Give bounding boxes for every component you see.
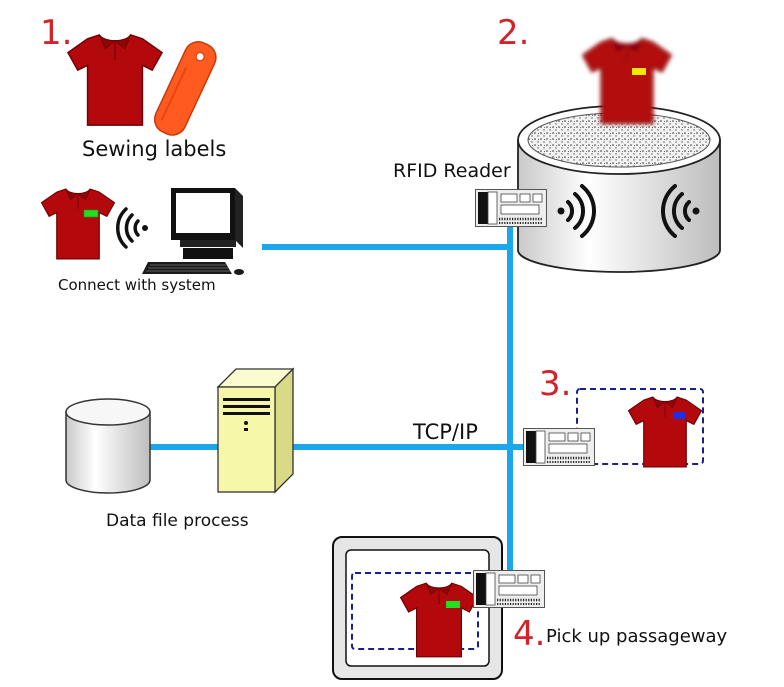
rfid-tag-icon — [632, 68, 646, 75]
polo-shirt-icon — [40, 188, 116, 260]
wireless-signal-icon — [116, 207, 148, 249]
data-file-group — [65, 367, 295, 494]
rfid-tag-icon — [673, 412, 685, 419]
computer-icon — [142, 188, 244, 275]
step1-group — [67, 34, 217, 136]
connect-with-system-caption: Connect with system — [58, 276, 216, 294]
rfid-tag-icon — [83, 209, 99, 218]
tcp-ip-caption: TCP/IP — [413, 420, 478, 444]
database-icon — [65, 398, 151, 494]
wireless-signal-icon — [661, 184, 700, 238]
step-number-1: 1. — [40, 13, 73, 53]
rfid-reader-icon — [475, 189, 547, 227]
connect-group — [40, 188, 244, 275]
step-number-3: 3. — [539, 364, 572, 404]
step2-group — [517, 37, 721, 273]
step3-group — [523, 388, 704, 468]
step4-group — [332, 536, 545, 680]
step-number-4: 4. — [513, 614, 546, 654]
rfid-reader-icon — [473, 570, 545, 608]
rfid-tag-icon — [153, 41, 217, 136]
reader-cylinder — [517, 105, 721, 273]
rfid-reader-icon — [523, 428, 595, 466]
wireless-signal-icon — [557, 184, 596, 238]
network-lines — [150, 225, 528, 590]
data-file-process-caption: Data file process — [106, 511, 249, 531]
rfid-tag-icon — [446, 601, 460, 608]
polo-shirt-icon — [67, 34, 163, 126]
server-icon — [216, 367, 295, 494]
sewing-labels-caption: Sewing labels — [82, 137, 227, 161]
dashed-zone — [351, 572, 479, 650]
pick-up-passageway-caption: Pick up passageway — [546, 626, 728, 647]
polo-shirt-icon — [627, 396, 703, 468]
step-number-2: 2. — [497, 13, 530, 53]
dashed-zone — [576, 388, 704, 465]
rfid-reader-caption: RFID Reader — [393, 160, 511, 182]
